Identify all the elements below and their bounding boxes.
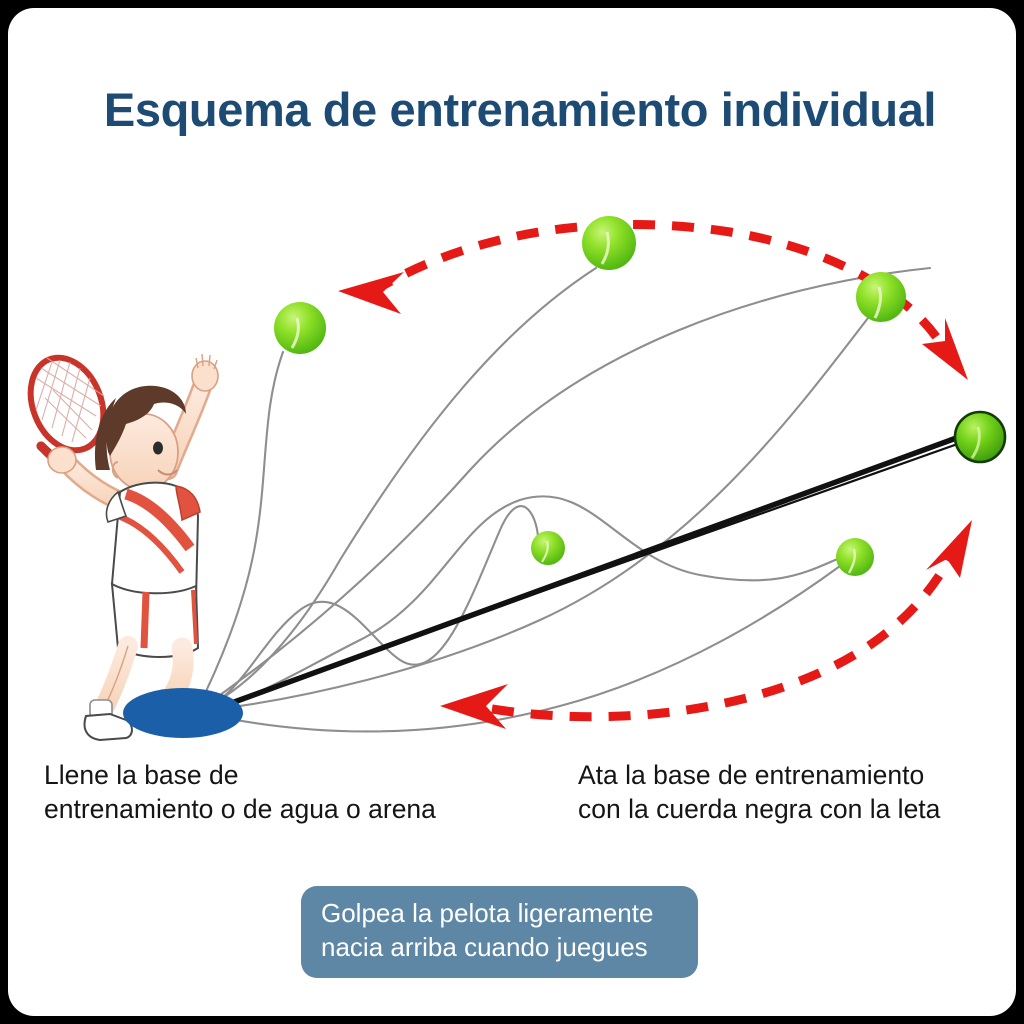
tennis-player-illustration [27, 353, 219, 742]
player-eye [153, 441, 163, 455]
ball-cord-end-right [953, 410, 1007, 464]
shirt-sleeve-right [175, 485, 201, 522]
string-to-upper-left-ball [194, 350, 285, 714]
ball-mid-right [836, 538, 874, 576]
tip-line1: Golpea la pelota ligeramente [321, 898, 654, 928]
scene-artwork [27, 216, 1007, 742]
shorts-stripe-side [191, 589, 198, 645]
ball-top-center [582, 216, 636, 270]
tip-callout-box: Golpea la pelota ligeramente nacia arrib… [301, 886, 698, 978]
lower-dashed-arc [491, 544, 961, 722]
string-wavy-mid-1 [194, 505, 540, 714]
elastic-strings-group [194, 266, 932, 733]
caption-tie-base-line1: Ata la base de entrenamiento [578, 760, 925, 790]
string-to-top-center-ball [194, 266, 598, 714]
ball-upper-left [274, 302, 326, 354]
upper-arc-arrowhead-left [338, 272, 404, 314]
shirt-sleeve-left [105, 490, 128, 523]
string-long-right-sweep [194, 266, 932, 714]
string-to-mid-right-ball [194, 564, 842, 733]
string-wavy-mid-2 [194, 495, 842, 714]
shorts-stripe [140, 591, 150, 649]
upper-arc-arrowhead-right [922, 318, 968, 380]
shirt-stripe-1 [124, 488, 195, 552]
caption-tie-base: Ata la base de entrenamiento con la cuer… [578, 758, 940, 826]
tip-line2: nacia arriba cuando juegues [321, 931, 648, 962]
caption-fill-base: Llene la base de entrenamiento o de agua… [44, 758, 436, 826]
caption-fill-base-line2: entrenamiento o de agua o arena [44, 794, 436, 825]
lower-arc-arrowhead-right [926, 520, 972, 578]
player-mouth [157, 469, 178, 476]
player-hair [106, 385, 186, 456]
player-ear [111, 461, 119, 479]
training-base-ellipse [123, 688, 243, 738]
ball-mid-center [531, 531, 565, 565]
string-to-upper-right-ball [194, 316, 870, 714]
tennis-balls-group [274, 216, 1007, 576]
caption-tie-base-line2: con la cuerda negra con la leta [578, 794, 941, 825]
black-training-cord-secondary [194, 439, 968, 716]
caption-fill-base-line1: Llene la base de [44, 760, 239, 790]
page-title: Esquema de entrenamiento individual [103, 83, 937, 136]
tennis-racket-icon [27, 354, 107, 471]
page-canvas: Esquema de entrenamiento individual Llen… [8, 8, 1016, 1016]
player-raised-hand [191, 353, 219, 392]
ball-upper-right [856, 272, 906, 322]
shirt-stripe-2 [116, 513, 185, 574]
player-racket-hand [47, 446, 77, 474]
lower-arc-arrowhead-left [440, 684, 508, 729]
